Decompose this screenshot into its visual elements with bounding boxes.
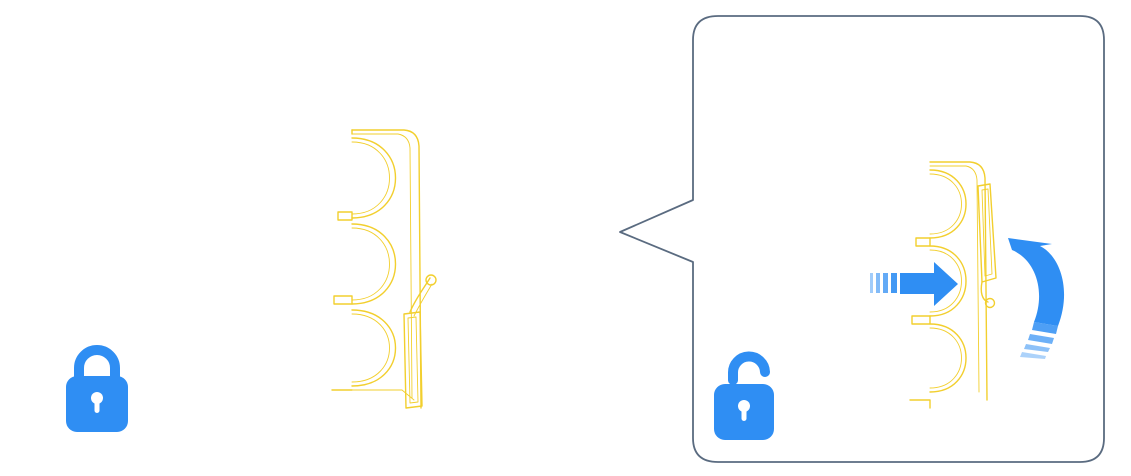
callout-bubble (619, 15, 1105, 463)
locked-panel (66, 129, 437, 432)
closed-padlock-icon (66, 345, 128, 432)
push-arrow-icon (870, 262, 958, 306)
unlocked-callout-panel (619, 15, 1105, 463)
rotate-arrow-icon (1008, 238, 1065, 359)
open-padlock-icon (714, 351, 774, 440)
cable-clip-locked (331, 129, 437, 409)
cable-clip-unlocked (909, 161, 997, 409)
